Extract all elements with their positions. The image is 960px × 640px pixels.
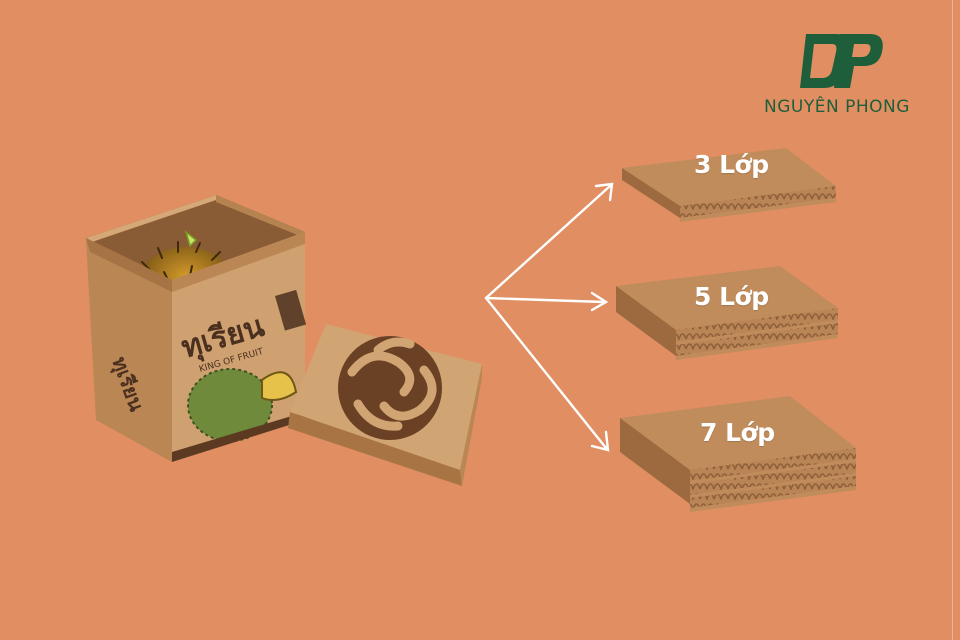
layer-label-3: 3 Lớp: [694, 150, 769, 179]
arrow-5-layer: [484, 296, 606, 304]
durian-box: ทุเรียน ทุเรียน KING OF FRUIT: [86, 195, 307, 462]
layer-label-5: 5 Lớp: [694, 282, 769, 311]
box-lid: [288, 324, 482, 486]
brand-name: NGUYÊN PHONG: [764, 97, 910, 117]
arrow-7-layer: [484, 296, 608, 450]
np-monogram-icon: [800, 34, 883, 88]
arrows: [484, 182, 614, 452]
board-7-layer: [620, 396, 856, 512]
board-5-layer: [616, 266, 838, 360]
divider: [952, 0, 953, 640]
layer-label-7: 7 Lớp: [700, 418, 775, 447]
board-3-layer: [622, 148, 836, 222]
arrow-3-layer: [484, 184, 612, 300]
